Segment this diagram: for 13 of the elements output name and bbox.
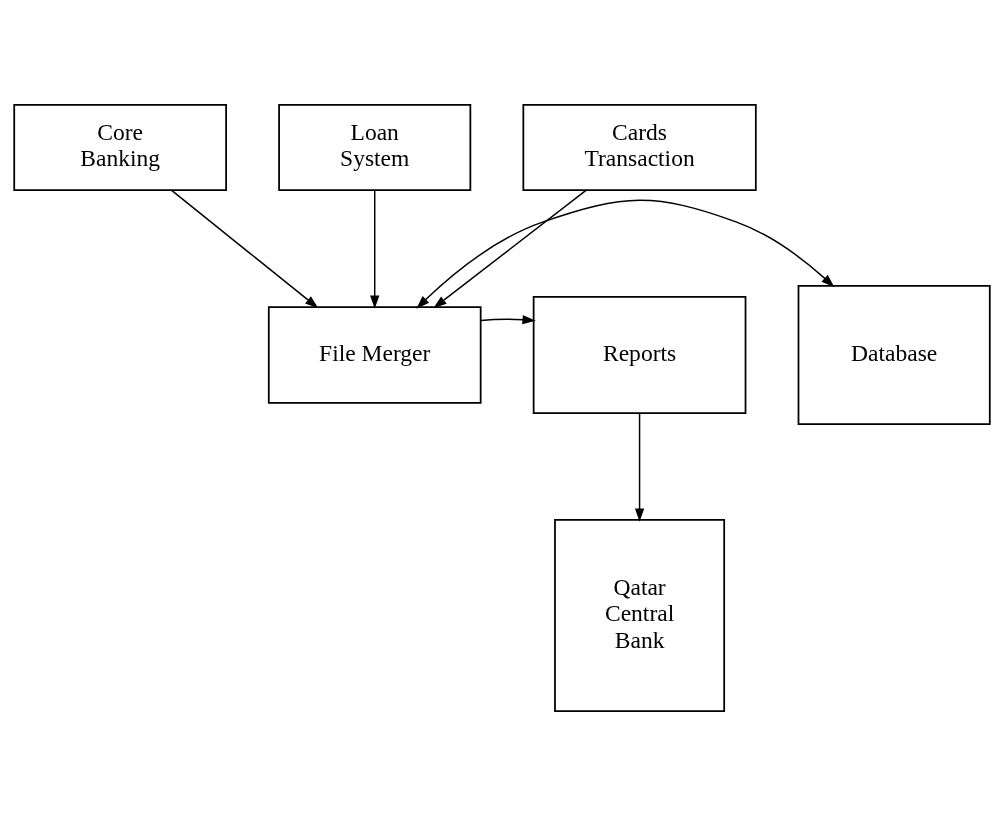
arrow xyxy=(370,189,380,309)
node-box: File Merger xyxy=(267,306,482,404)
node-box: Database xyxy=(797,285,991,426)
arrow xyxy=(634,412,645,522)
arrow xyxy=(416,199,835,309)
arrow xyxy=(170,189,319,309)
arrow xyxy=(433,189,587,309)
node-box: Cards Transaction xyxy=(522,104,757,192)
arrow xyxy=(480,315,536,325)
node-box: Loan System xyxy=(278,104,472,192)
node-box: Reports xyxy=(532,296,747,415)
node-box: Qatar Central Bank xyxy=(554,518,726,712)
node-box: Core Banking xyxy=(13,104,227,192)
